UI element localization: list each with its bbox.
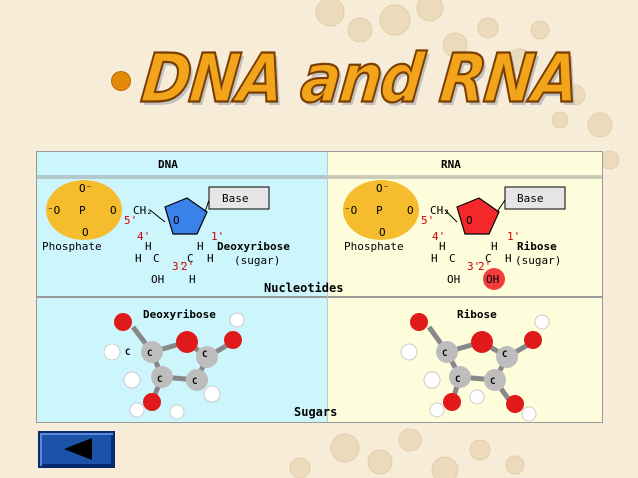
svg-text:C: C [147, 349, 152, 359]
dna-sugar-name: Deoxyribose [217, 240, 290, 253]
svg-text:5': 5' [421, 214, 434, 227]
svg-text:C: C [187, 252, 194, 265]
svg-text:4': 4' [432, 230, 445, 243]
svg-text:C: C [202, 350, 207, 360]
svg-text:H: H [135, 252, 142, 265]
svg-text:C: C [125, 348, 130, 358]
slide-title: DNA and RNA [137, 39, 583, 120]
svg-text:O: O [407, 204, 414, 217]
table-graphic: DNA RNA O⁻ ⁻O P O O CH₂ O 5' 4' 3' 2' 1'… [37, 152, 602, 422]
svg-text:O: O [466, 214, 473, 227]
svg-text:H: H [145, 240, 152, 253]
svg-text:(sugar): (sugar) [515, 254, 561, 267]
svg-text:O: O [379, 226, 386, 239]
rna-header: RNA [441, 158, 461, 171]
bullet-icon [112, 72, 130, 90]
dna-deoxyribose-model [103, 312, 245, 420]
dna-base-label: Base [222, 192, 249, 205]
svg-text:C: C [449, 252, 456, 265]
svg-text:⁻O: ⁻O [47, 204, 60, 217]
svg-text:O⁻: O⁻ [376, 182, 389, 195]
svg-text:P: P [79, 204, 86, 217]
rna-nucleotide-diagram [343, 180, 566, 290]
svg-text:C: C [192, 377, 197, 387]
sugars-label: Sugars [294, 405, 337, 419]
rna-sugar-model-label: Ribose [457, 308, 497, 321]
svg-text:H: H [505, 252, 512, 265]
svg-text:2': 2' [181, 260, 194, 273]
rna-ribose-ring [456, 197, 500, 235]
svg-text:1': 1' [507, 230, 520, 243]
svg-text:C: C [455, 375, 460, 385]
dna-nucleotide-diagram [46, 180, 270, 240]
svg-text:4': 4' [137, 230, 150, 243]
dna-phosphate-blob [46, 180, 122, 240]
svg-text:O: O [82, 226, 89, 239]
svg-text:2': 2' [478, 260, 491, 273]
svg-text:C: C [502, 350, 507, 360]
svg-text:CH₂: CH₂ [133, 204, 153, 217]
svg-text:O: O [173, 214, 180, 227]
left-triangle-icon [64, 438, 92, 460]
svg-text:H: H [491, 240, 498, 253]
svg-text:C: C [153, 252, 160, 265]
rna-sugar-name: Ribose [517, 240, 557, 253]
svg-text:OH: OH [447, 273, 460, 286]
nucleotide-comparison-table: DNA RNA O⁻ ⁻O P O O CH₂ O 5' 4' 3' 2' 1'… [36, 151, 603, 423]
svg-text:3': 3' [467, 260, 480, 273]
dna-sugar-model-label: Deoxyribose [143, 308, 216, 321]
svg-text:5': 5' [124, 214, 137, 227]
back-button[interactable] [38, 431, 115, 468]
svg-text:H: H [207, 252, 214, 265]
dna-base-box [208, 186, 270, 210]
svg-text:O⁻: O⁻ [79, 182, 92, 195]
svg-text:CH₂: CH₂ [430, 204, 450, 217]
rna-ribose-model [400, 313, 550, 422]
dna-deoxyribose-ring [164, 197, 208, 235]
dna-phosphate-label: Phosphate [42, 240, 102, 253]
rna-phosphate-blob [343, 180, 419, 240]
svg-text:3': 3' [172, 260, 185, 273]
svg-text:1': 1' [211, 230, 224, 243]
svg-text:OH: OH [486, 273, 499, 286]
svg-text:H: H [189, 273, 196, 286]
svg-text:(sugar): (sugar) [234, 254, 280, 267]
rna-oh-highlight [483, 268, 505, 290]
rna-base-box [504, 186, 566, 210]
rna-base-label: Base [517, 192, 544, 205]
svg-text:C: C [490, 377, 495, 387]
svg-text:P: P [376, 204, 383, 217]
svg-text:H: H [439, 240, 446, 253]
svg-text:OH: OH [151, 273, 164, 286]
svg-text:H: H [197, 240, 204, 253]
svg-text:C: C [485, 252, 492, 265]
nucleotides-label: Nucleotides [264, 281, 343, 295]
rna-phosphate-label: Phosphate [344, 240, 404, 253]
svg-text:O: O [110, 204, 117, 217]
svg-text:⁻O: ⁻O [344, 204, 357, 217]
svg-text:H: H [431, 252, 438, 265]
svg-text:C: C [442, 349, 447, 359]
svg-text:C: C [157, 375, 162, 385]
dna-header: DNA [158, 158, 178, 171]
slide-title-row: DNA and RNA [112, 38, 582, 119]
